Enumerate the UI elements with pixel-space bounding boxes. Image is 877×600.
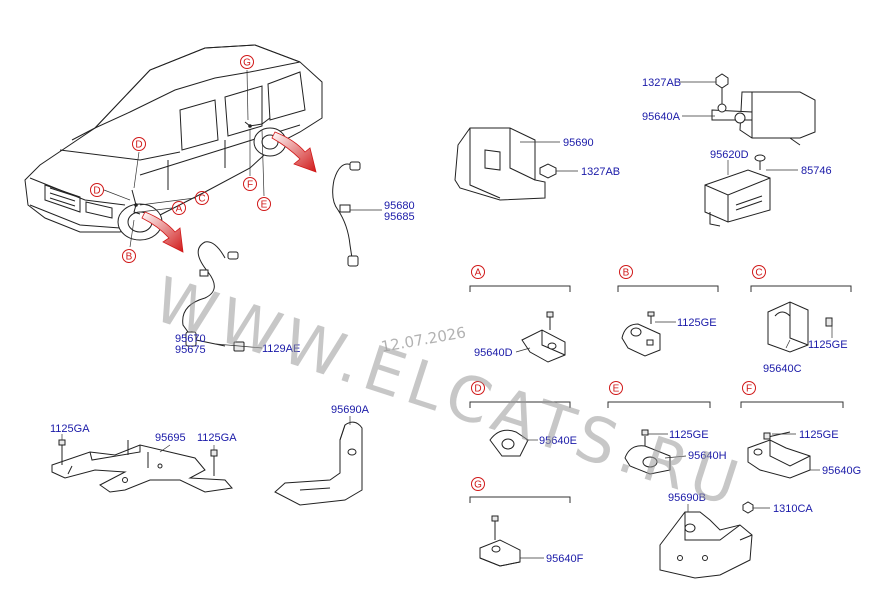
callout-1327ab-lower: 1327AB xyxy=(581,166,620,178)
callout-85746: 85746 xyxy=(801,165,832,177)
callout-1310ca: 1310CA xyxy=(773,503,813,515)
marker-d-front: D xyxy=(90,183,104,197)
bracket-95690 xyxy=(454,127,546,201)
clip-95640h xyxy=(624,429,671,475)
clip-95640d xyxy=(521,311,566,363)
nut-1327ab-lower xyxy=(539,163,557,179)
svg-text:D: D xyxy=(135,140,142,151)
section-b-frame: B xyxy=(617,265,719,292)
svg-text:D: D xyxy=(93,186,100,197)
svg-text:C: C xyxy=(198,194,205,205)
marker-b: B xyxy=(122,249,136,263)
callout-1125ge-e: 1125GE xyxy=(669,429,709,441)
callout-95695: 95695 xyxy=(155,432,186,444)
svg-text:B: B xyxy=(623,268,630,279)
nut-1310ca xyxy=(742,501,754,514)
callout-95640d: 95640D xyxy=(474,347,513,359)
svg-text:C: C xyxy=(755,268,762,279)
svg-text:B: B xyxy=(126,252,133,263)
bracket-95690a xyxy=(274,421,363,506)
svg-text:F: F xyxy=(247,180,253,191)
bracket-95695 xyxy=(51,444,233,493)
marker-a: A xyxy=(172,201,186,215)
svg-text:F: F xyxy=(746,384,752,395)
callout-95640a: 95640A xyxy=(642,111,681,123)
arrow-rear xyxy=(271,131,317,173)
callout-95670: 95670 xyxy=(175,333,206,345)
rear-sensor-cable xyxy=(332,161,361,267)
svg-text:A: A xyxy=(475,268,482,279)
section-a-frame: A xyxy=(469,265,571,292)
bolt-85746 xyxy=(754,154,766,170)
leader-lines xyxy=(61,81,833,559)
watermark-site: WWW.ELCATS.RU xyxy=(145,263,752,522)
section-d-frame: D xyxy=(469,381,571,408)
svg-text:G: G xyxy=(243,58,251,69)
callout-1125ga-right: 1125GA xyxy=(197,432,237,444)
marker-d-top: D xyxy=(132,137,146,151)
nut-1327ab-upper xyxy=(715,73,729,104)
callout-1129ae: 1129AE xyxy=(262,343,300,355)
callout-1125ge-f: 1125GE xyxy=(799,429,839,441)
callout-95640f: 95640F xyxy=(546,553,584,565)
callout-95680: 95680 xyxy=(384,200,415,212)
svg-text:A: A xyxy=(176,204,183,215)
callout-95685: 95685 xyxy=(384,211,415,223)
bolt-1125ga-right xyxy=(210,449,218,476)
section-g-frame: G xyxy=(469,477,571,503)
callout-95675: 95675 xyxy=(175,344,206,356)
callout-95640e: 95640E xyxy=(539,435,577,447)
clip-section-b xyxy=(621,311,661,357)
callout-1327ab-upper: 1327AB xyxy=(642,77,681,89)
marker-e: E xyxy=(257,197,271,211)
ecu-95620d xyxy=(704,169,771,227)
callout-95690a: 95690A xyxy=(331,404,370,416)
clip-95640g xyxy=(747,431,811,479)
marker-g: G xyxy=(240,55,254,69)
callout-1125ge-c: 1125GE xyxy=(808,339,848,351)
callout-95640g: 95640G xyxy=(822,465,861,477)
clip-95640c xyxy=(767,301,833,353)
callout-1125ge-b: 1125GE xyxy=(677,317,717,329)
callout-95640c: 95640C xyxy=(763,363,802,375)
callout-95690b: 95690B xyxy=(668,492,706,504)
callout-95690: 95690 xyxy=(563,137,594,149)
svg-text:E: E xyxy=(261,200,268,211)
section-c-frame: C xyxy=(750,265,852,292)
front-sensor-cable xyxy=(182,241,245,352)
svg-text:D: D xyxy=(474,384,481,395)
callout-95620d: 95620D xyxy=(710,149,749,161)
clip-section-d xyxy=(489,429,529,457)
sensor-module-95640a xyxy=(711,91,816,146)
vehicle-illustration xyxy=(24,44,323,248)
svg-text:G: G xyxy=(474,480,482,491)
bracket-95690b xyxy=(659,511,753,579)
section-e-frame: E xyxy=(607,381,711,408)
marker-c: C xyxy=(195,191,209,205)
svg-text:E: E xyxy=(613,384,620,395)
callout-95640h: 95640H xyxy=(688,450,727,462)
arrow-front xyxy=(141,211,184,253)
marker-f: F xyxy=(243,177,257,191)
clip-95640f xyxy=(479,515,521,567)
section-f-frame: F xyxy=(740,381,844,408)
callout-1125ga-left: 1125GA xyxy=(50,423,90,435)
